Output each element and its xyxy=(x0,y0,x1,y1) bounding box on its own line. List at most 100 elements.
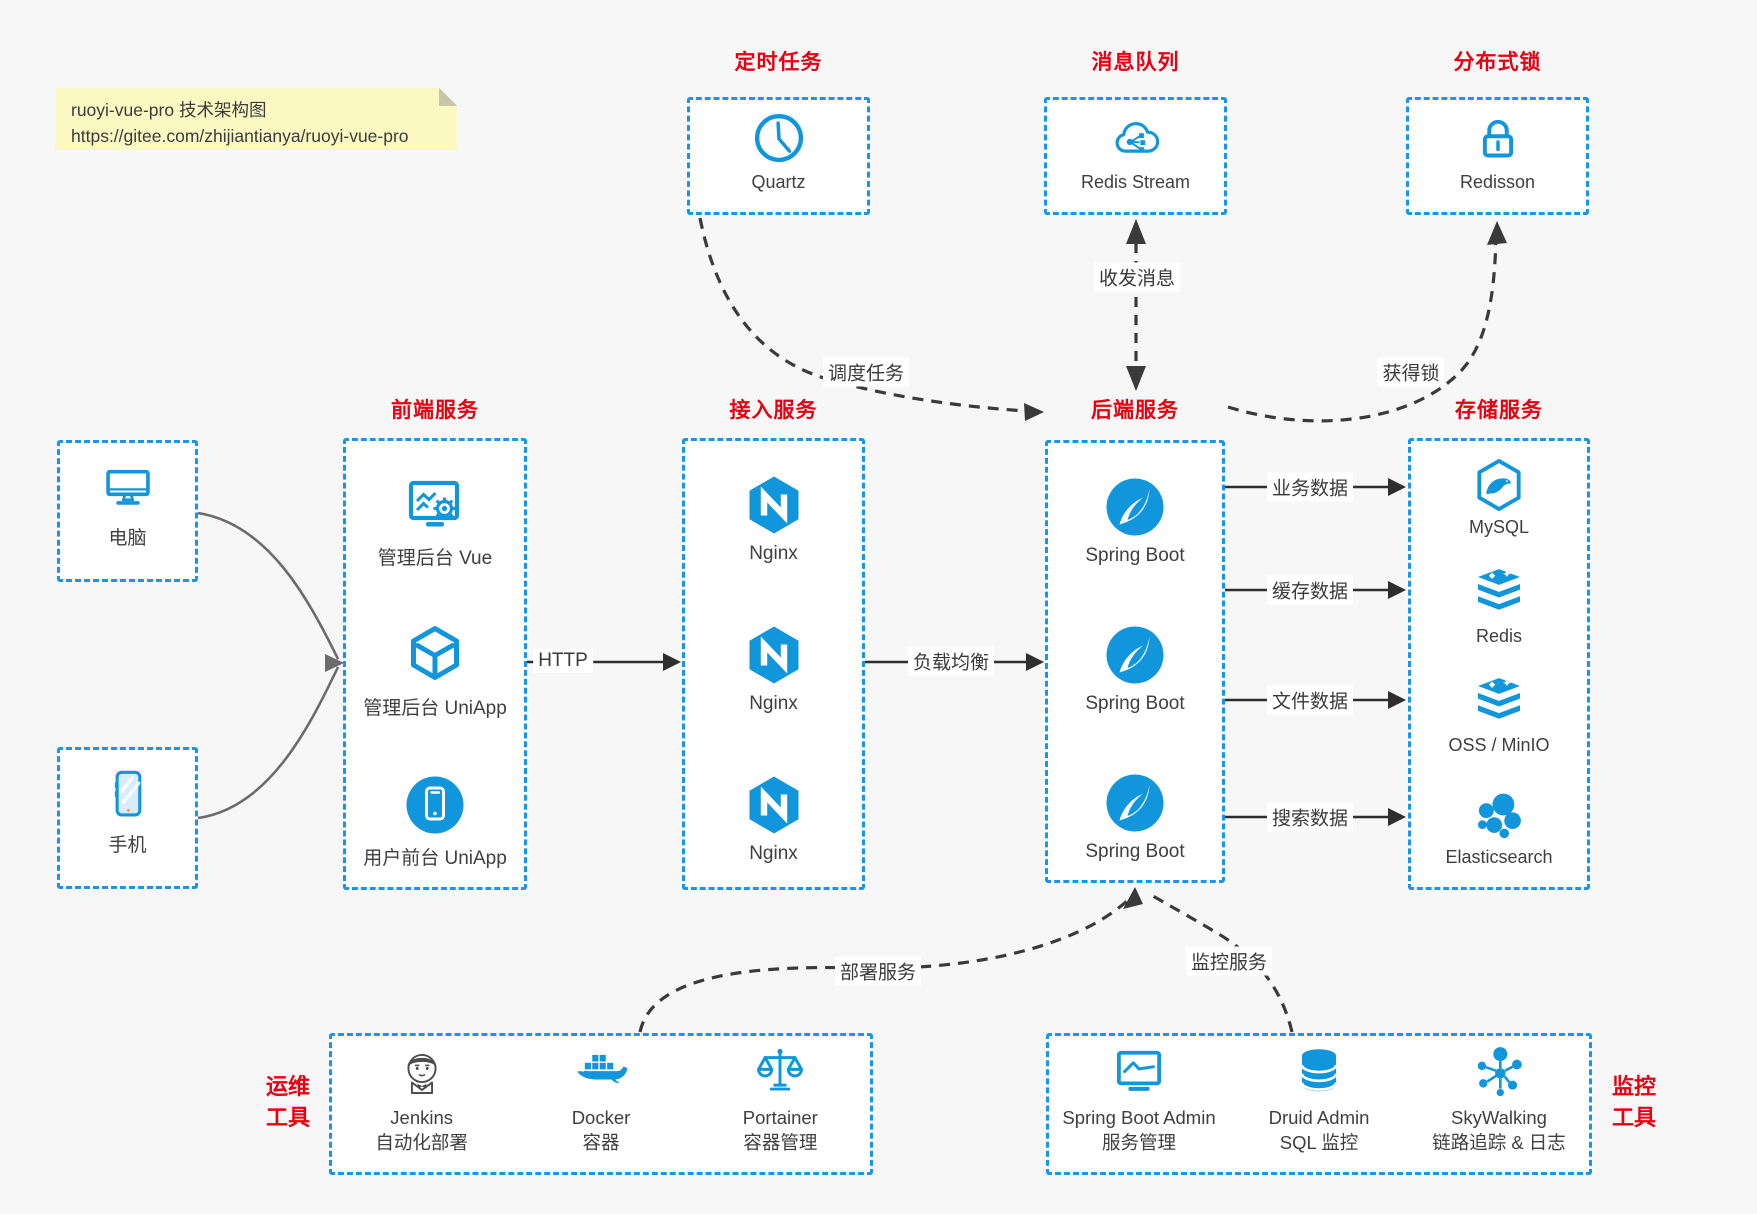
node-label: Redisson xyxy=(1459,172,1536,192)
redisson-node: Redisson xyxy=(1409,110,1586,193)
pc-client-box: 电脑 xyxy=(57,440,198,582)
edge-label-monitor: 监控服务 xyxy=(1185,946,1273,976)
database-icon xyxy=(1291,1044,1347,1100)
edge-pc-to-frontend xyxy=(197,511,340,660)
node-label: Druid Admin SQL 监控 xyxy=(1229,1106,1409,1156)
node-label-line: Jenkins xyxy=(390,1107,454,1128)
smartphone-icon xyxy=(99,766,157,824)
edge-label-http: HTTP xyxy=(533,649,593,673)
spring-boot-node: Spring Boot xyxy=(1048,623,1222,715)
lock-icon xyxy=(1470,110,1526,166)
quartz-box: Quartz xyxy=(687,97,870,215)
node-label: Spring Boot xyxy=(1085,841,1185,862)
node-label-line: Docker xyxy=(571,1107,631,1128)
monitoring-tools-box: Spring Boot Admin 服务管理 Druid Admin SQL 监… xyxy=(1046,1033,1592,1175)
layer-stack-icon xyxy=(1471,675,1527,731)
column-title-gateway: 接入服务 xyxy=(729,399,818,422)
mobile-app-icon xyxy=(403,773,467,837)
spring-icon xyxy=(1103,771,1167,835)
phone-node: 手机 xyxy=(60,766,195,857)
gateway-box: Nginx Nginx Nginx xyxy=(682,438,865,890)
druid-admin-node: Druid Admin SQL 监控 xyxy=(1229,1036,1409,1156)
arrowhead xyxy=(1388,581,1406,599)
admin-dashboard-icon xyxy=(403,473,467,537)
edge-label-lock: 获得锁 xyxy=(1377,357,1445,387)
node-label: Nginx xyxy=(749,543,798,564)
admin-uniapp-node: 管理后台 UniApp xyxy=(346,623,524,720)
nginx-node: Nginx xyxy=(685,473,862,565)
monitor-chart-icon xyxy=(1111,1044,1167,1100)
column-title-backend: 后端服务 xyxy=(1091,399,1179,422)
node-label: 管理后台 Vue xyxy=(377,548,493,569)
node-label: SkyWalking 链路追踪 & 日志 xyxy=(1409,1106,1589,1156)
mysql-node: MySQL xyxy=(1411,457,1587,538)
mysql-icon xyxy=(1471,457,1527,513)
scales-icon xyxy=(752,1044,808,1100)
arrowhead xyxy=(663,653,681,671)
arrowhead xyxy=(1388,691,1406,709)
node-sublabel: SQL 监控 xyxy=(1279,1131,1359,1153)
node-label: Quartz xyxy=(751,172,806,192)
arrowhead xyxy=(1126,366,1146,391)
jenkins-icon xyxy=(394,1044,450,1100)
layer-stack-icon xyxy=(1471,566,1527,622)
redis-stream-node: Redis Stream xyxy=(1047,110,1224,193)
node-label: 手机 xyxy=(108,835,147,856)
node-sublabel: 自动化部署 xyxy=(375,1131,468,1153)
group-title-message-queue: 消息队列 xyxy=(1091,51,1180,74)
arrowhead xyxy=(1024,403,1044,421)
node-sublabel: 容器管理 xyxy=(743,1131,818,1153)
admin-vue-node: 管理后台 Vue xyxy=(346,473,524,570)
edge-label-search-data: 搜索数据 xyxy=(1266,802,1354,832)
nginx-icon xyxy=(742,623,806,687)
node-sublabel: 服务管理 xyxy=(1101,1131,1176,1153)
sticky-note: ruoyi-vue-pro 技术架构图 https://gitee.com/zh… xyxy=(55,88,457,150)
phone-client-box: 手机 xyxy=(57,747,198,889)
side-label-monitoring-tools: 监控 工具 xyxy=(1602,1072,1666,1134)
node-label-line: Portainer xyxy=(742,1107,818,1128)
node-label-line: SkyWalking xyxy=(1451,1107,1547,1128)
node-label: Nginx xyxy=(749,693,798,714)
spring-boot-node: Spring Boot xyxy=(1048,771,1222,863)
arrowhead xyxy=(1388,808,1406,826)
edge-label-message: 收发消息 xyxy=(1093,262,1181,292)
node-label: OSS / MinIO xyxy=(1448,735,1550,755)
side-label-ops-tools: 运维 工具 xyxy=(256,1072,320,1134)
side-label-line: 监控 xyxy=(1611,1074,1656,1099)
pc-node: 电脑 xyxy=(60,459,195,550)
nginx-node: Nginx xyxy=(685,773,862,865)
cluster-icon xyxy=(1471,787,1527,843)
nginx-node: Nginx xyxy=(685,623,862,715)
spring-boot-node: Spring Boot xyxy=(1048,475,1222,567)
edge-phone-to-frontend xyxy=(197,666,340,820)
edge-label-cache-data: 缓存数据 xyxy=(1266,575,1354,605)
arrowhead xyxy=(1123,887,1143,909)
edge-label-deploy: 部署服务 xyxy=(834,956,922,986)
ops-tools-box: Jenkins 自动化部署 Docker 容器 Portainer 容器管理 xyxy=(329,1033,873,1175)
node-label: Elasticsearch xyxy=(1445,847,1553,867)
side-label-line: 工具 xyxy=(1611,1104,1656,1130)
note-url: https://gitee.com/zhijiantianya/ruoyi-vu… xyxy=(71,126,409,147)
node-label: Redis Stream xyxy=(1080,172,1191,192)
node-label: Spring Boot xyxy=(1085,545,1185,566)
node-label: MySQL xyxy=(1468,517,1529,537)
arrowhead xyxy=(1126,219,1146,244)
skywalking-node: SkyWalking 链路追踪 & 日志 xyxy=(1409,1036,1589,1156)
cube-icon xyxy=(403,623,467,687)
spring-icon xyxy=(1103,475,1167,539)
side-label-line: 运维 xyxy=(265,1074,310,1099)
cloud-share-icon xyxy=(1108,110,1164,166)
nginx-icon xyxy=(742,773,806,837)
quartz-node: Quartz xyxy=(690,110,867,193)
node-label: 管理后台 UniApp xyxy=(363,698,507,719)
oss-minio-node: OSS / MinIO xyxy=(1411,675,1587,756)
edge-lock xyxy=(1227,233,1498,423)
node-label: Spring Boot xyxy=(1085,693,1185,714)
network-icon xyxy=(1471,1044,1527,1100)
redis-node: Redis xyxy=(1411,566,1587,647)
spring-boot-admin-node: Spring Boot Admin 服务管理 xyxy=(1049,1036,1229,1156)
spring-icon xyxy=(1103,623,1167,687)
edge-label-business-data: 业务数据 xyxy=(1266,472,1354,502)
arrowhead xyxy=(1487,221,1507,245)
storage-box: MySQL Redis OSS / MinIO Elasticsearch xyxy=(1408,438,1590,890)
